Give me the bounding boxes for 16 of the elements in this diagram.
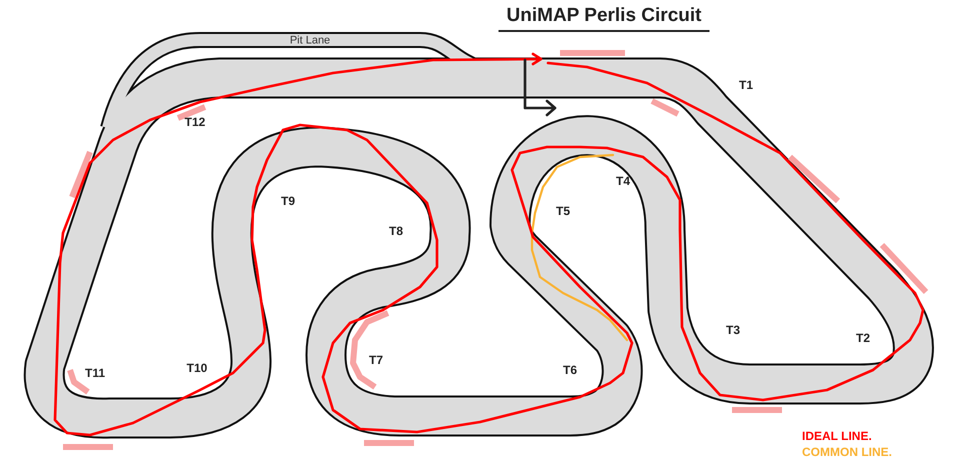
legend-label: COMMON LINE. — [802, 446, 892, 458]
legend-label: IDEAL LINE. — [802, 430, 872, 442]
turn-label: T7 — [369, 354, 383, 366]
turn-label: T6 — [563, 364, 577, 376]
turn-label: T1 — [739, 79, 753, 91]
turn-label: T5 — [556, 205, 570, 217]
turn-label: T10 — [186, 362, 208, 374]
turn-label: T12 — [184, 116, 206, 128]
circuit-title: UniMAP Perlis Circuit — [498, 6, 710, 32]
turn-label: T11 — [85, 367, 105, 379]
pit-lane-label: Pit Lane — [290, 36, 330, 46]
turn-label: T3 — [726, 324, 740, 336]
turn-label: T2 — [856, 332, 870, 344]
turn-label: T4 — [616, 175, 630, 187]
turn-label: T9 — [281, 195, 295, 207]
turn-label: T8 — [389, 225, 403, 237]
